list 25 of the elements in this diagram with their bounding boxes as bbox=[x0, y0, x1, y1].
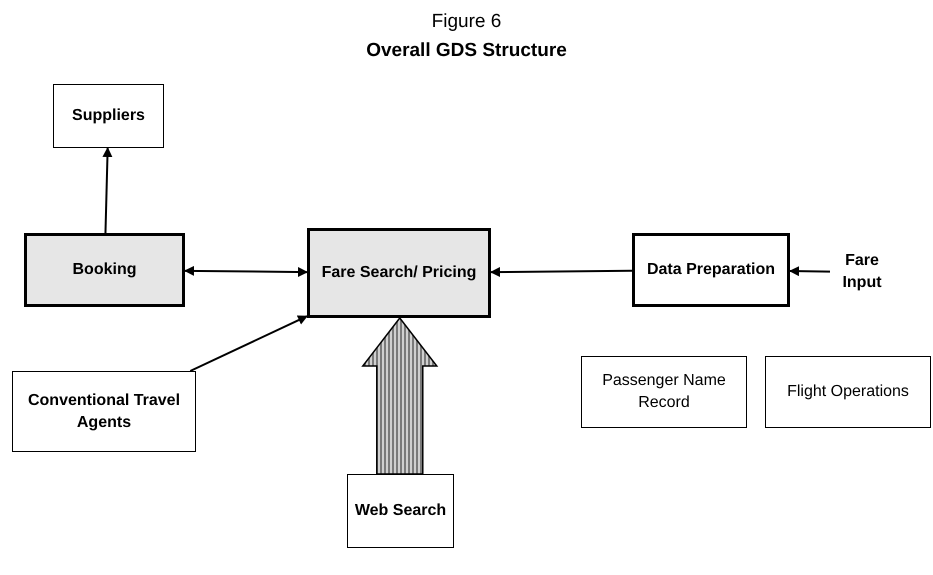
process-box bbox=[347, 474, 454, 548]
node-label: Fare Input bbox=[841, 251, 883, 293]
node-label: Passenger Name Record bbox=[601, 371, 727, 413]
arrow bbox=[789, 266, 830, 276]
node-label: Flight Operations bbox=[787, 382, 909, 402]
process-box bbox=[12, 371, 196, 452]
figure-number: Figure 6 bbox=[432, 10, 502, 34]
block-arrow bbox=[361, 316, 438, 475]
arrow bbox=[490, 267, 632, 278]
node-label: Web Search bbox=[354, 501, 446, 521]
arrow bbox=[190, 315, 308, 372]
node-label: Fare Search/ Pricing bbox=[322, 263, 476, 283]
process-box bbox=[632, 233, 790, 307]
process-box bbox=[581, 356, 747, 428]
arrow bbox=[102, 147, 112, 234]
process-box bbox=[307, 228, 491, 318]
process-box bbox=[765, 356, 931, 428]
node-label: Suppliers bbox=[72, 106, 145, 126]
process-box bbox=[53, 84, 164, 148]
diagram-title: Overall GDS Structure bbox=[366, 39, 567, 63]
node-label: Booking bbox=[72, 260, 136, 280]
node-label: Data Preparation bbox=[646, 260, 776, 280]
arrow bbox=[184, 266, 308, 277]
node-label: Conventional Travel Agents bbox=[26, 390, 182, 432]
process-box bbox=[24, 233, 185, 307]
